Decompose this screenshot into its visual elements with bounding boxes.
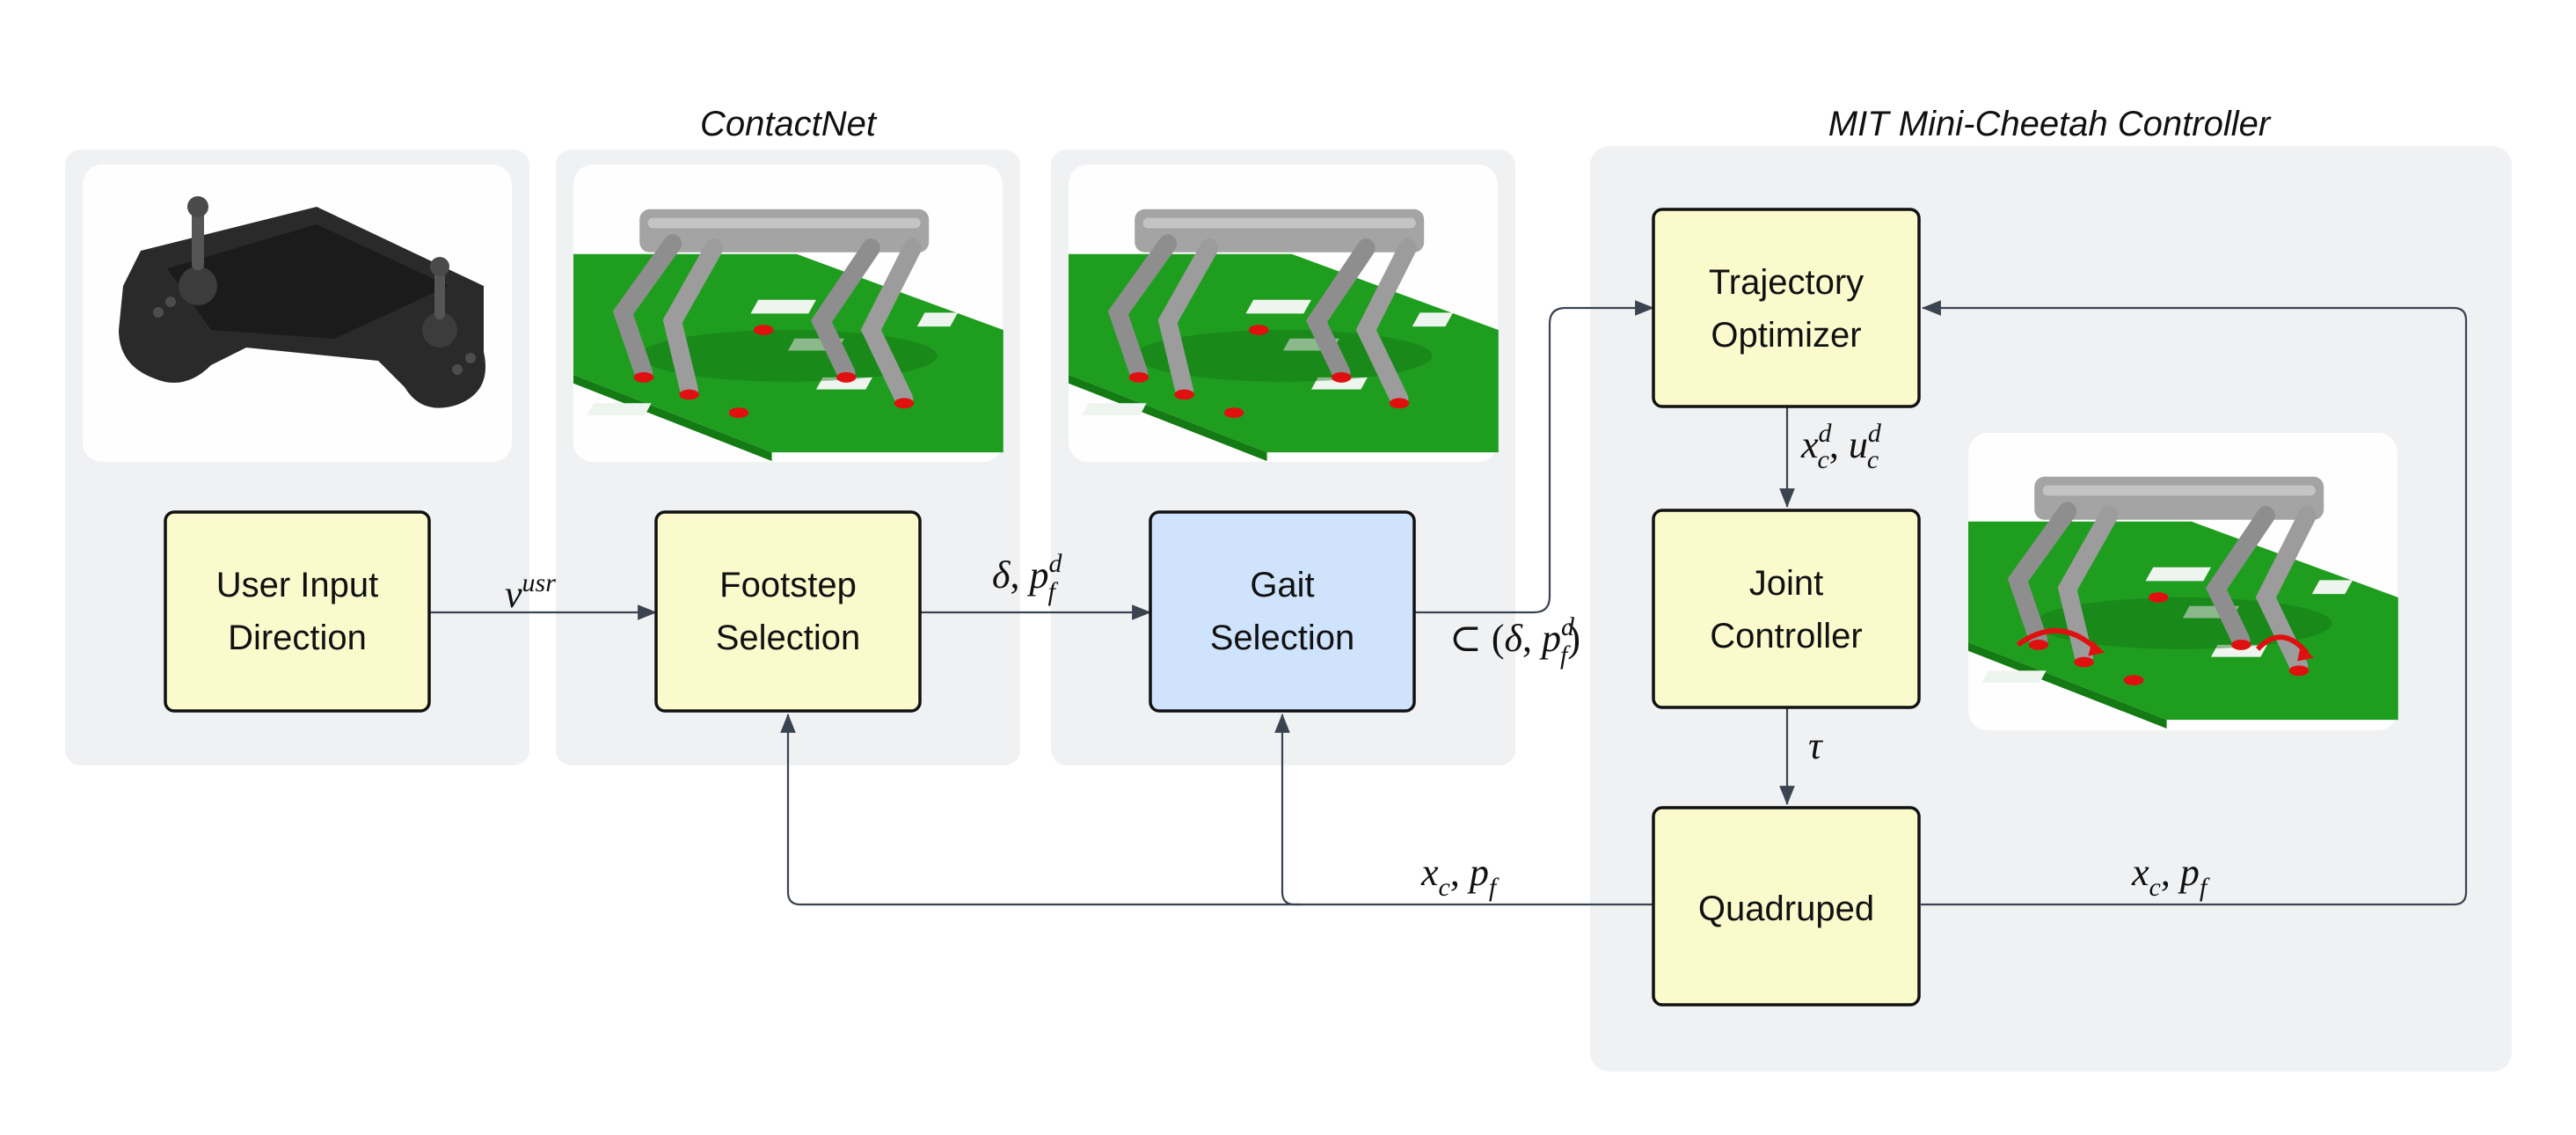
svg-text:Trajectory: Trajectory — [1709, 263, 1864, 302]
node-quadruped: Quadruped — [1652, 806, 1921, 1007]
label-feedback-right: xc, pf — [2131, 851, 2210, 902]
edge-quadruped-feedback-gait — [1274, 713, 1302, 906]
svg-text:Selection: Selection — [716, 619, 861, 657]
edge-quadruped-feedback-left — [780, 713, 1653, 906]
svg-text:Quadruped: Quadruped — [1698, 890, 1874, 928]
label-tau: τ — [1808, 724, 1824, 767]
svg-text:Gait: Gait — [1250, 566, 1314, 604]
svg-text:Selection: Selection — [1210, 619, 1355, 657]
node-user-input-direction: User Input Direction — [164, 510, 431, 713]
svg-text:User Input: User Input — [216, 566, 379, 604]
node-joint-controller: Joint Controller — [1652, 509, 1921, 709]
node-trajectory-optimizer: Trajectory Optimizer — [1652, 208, 1921, 408]
quadruped-robot-icon — [1968, 477, 2398, 729]
edge-gait-to-trajectory — [1414, 300, 1655, 614]
label-v-usr: vusr — [505, 568, 556, 616]
gamepad-icon — [119, 196, 485, 408]
svg-text:Joint: Joint — [1749, 564, 1824, 603]
svg-text:Controller: Controller — [1710, 617, 1862, 655]
svg-text:Direction: Direction — [228, 619, 367, 657]
node-footstep-selection: Footstep Selection — [654, 510, 922, 713]
node-gait-selection: Gait Selection — [1149, 510, 1416, 713]
edge-quadruped-feedback-right — [1921, 300, 2468, 906]
svg-text:Footstep: Footstep — [719, 566, 857, 604]
group-title-contactnet: ContactNet — [700, 105, 878, 143]
label-feedback-left: xc, pf — [1420, 851, 1500, 902]
svg-text:Optimizer: Optimizer — [1711, 316, 1861, 355]
group-title-controller: MIT Mini-Cheetah Controller — [1828, 105, 2272, 143]
